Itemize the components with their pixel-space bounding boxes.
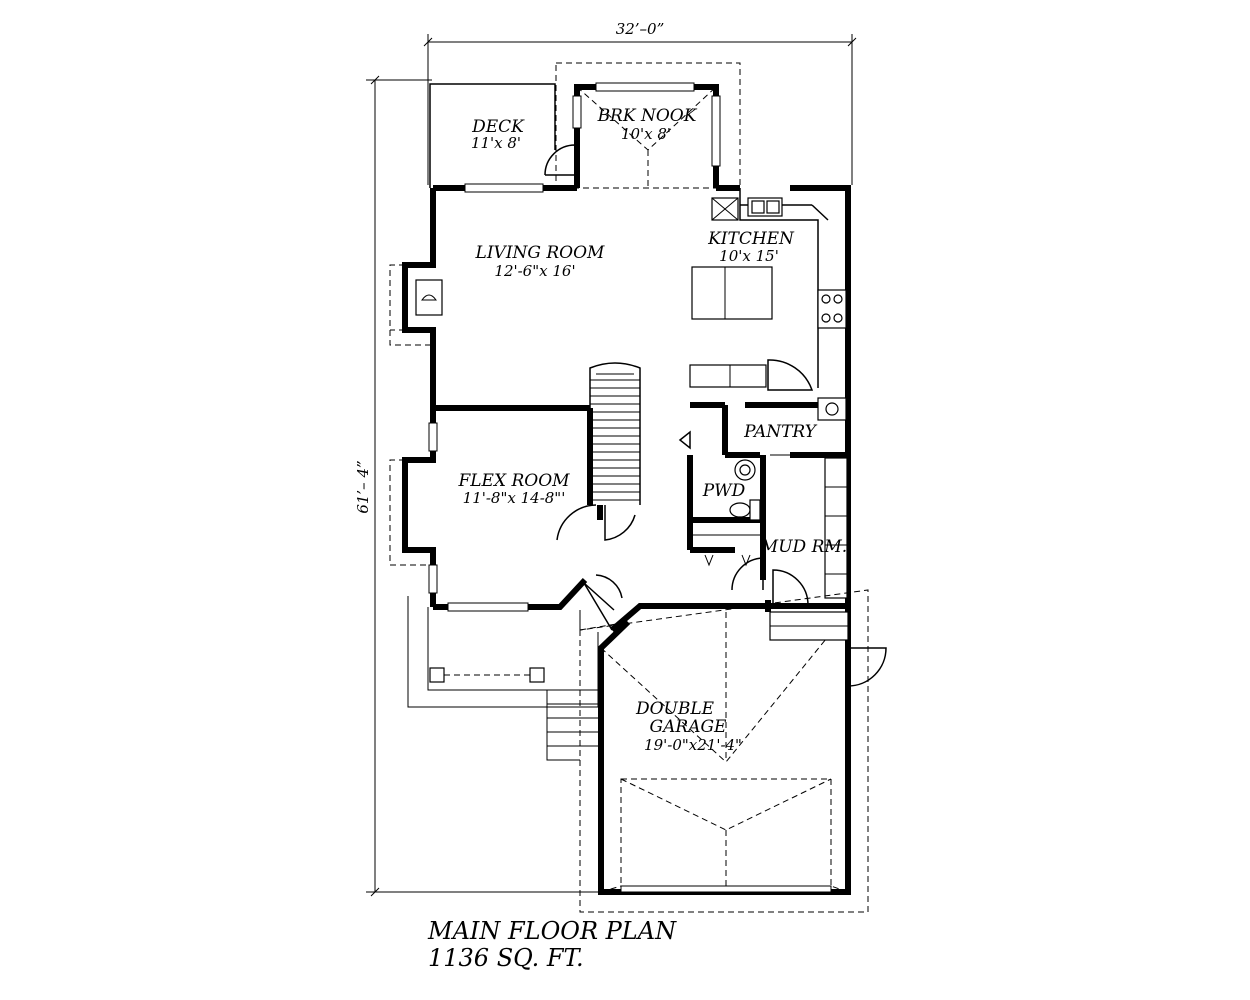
garage-size: 19'-0"x21'-4": [644, 736, 742, 754]
flex-room-size: 11'-8"x 14-8"': [463, 489, 566, 507]
dimension-lines: [366, 34, 857, 897]
kitchen-label: KITCHEN: [707, 229, 795, 249]
mud-room-label: MUD RM.: [760, 537, 847, 557]
deck-size: 11'x 8': [471, 134, 521, 152]
pantry-label: PANTRY: [743, 422, 818, 442]
garage-label-line1: DOUBLE: [635, 699, 715, 719]
deck-label: DECK: [471, 117, 525, 137]
fireplace-icon: [415, 279, 443, 316]
room-labels: DECK 11'x 8' BRK NOOK 10'x 8' LIVING ROO…: [457, 106, 847, 754]
deck-outline: [429, 83, 577, 188]
stairs: [589, 362, 641, 505]
brk-nook-label: BRK NOOK: [597, 106, 698, 126]
kitchen-size: 10'x 15': [719, 247, 779, 265]
pwd-label: PWD: [702, 481, 746, 501]
living-room-label: LIVING ROOM: [475, 243, 606, 263]
plan-title: MAIN FLOOR PLAN: [427, 917, 677, 945]
flex-room-label: FLEX ROOM: [457, 471, 570, 491]
entry-doors: [556, 504, 636, 631]
depth-dimension-label: 61’– 4”: [354, 460, 372, 513]
powder-room-fixtures: [678, 430, 795, 567]
living-room-size: 12'-6"x 16': [494, 262, 575, 280]
kitchen-fixtures: [689, 188, 847, 421]
plan-area: 1136 SQ. FT.: [428, 944, 584, 972]
garage-details: [579, 589, 887, 913]
windows: [389, 183, 832, 893]
front-porch: [407, 596, 599, 761]
mud-room-lockers: [731, 457, 848, 606]
brk-nook-walls: [555, 62, 741, 189]
width-dimension-label: 32’–0”: [616, 20, 665, 38]
garage-label-line2: GARAGE: [650, 717, 728, 737]
brk-nook-size: 10'x 8': [621, 125, 671, 143]
